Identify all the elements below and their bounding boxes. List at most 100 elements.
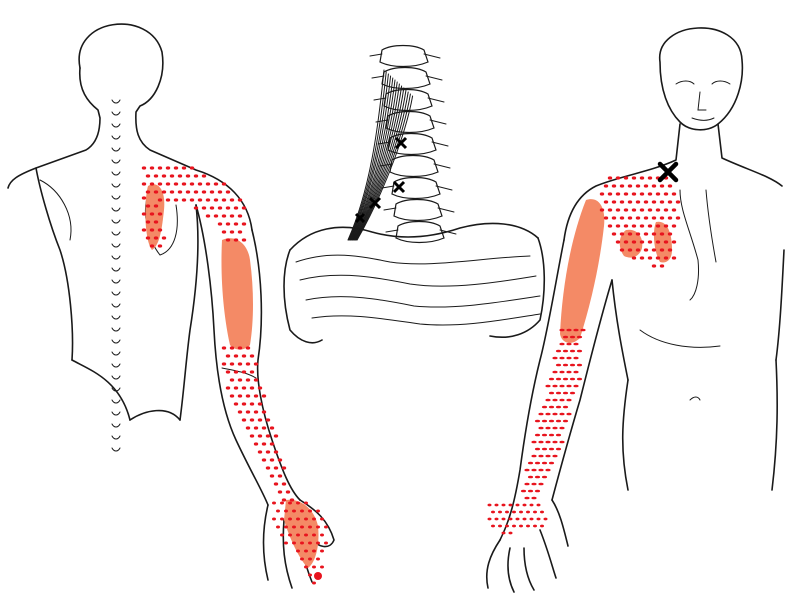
spill-dot <box>233 402 239 406</box>
spill-dot <box>545 440 551 444</box>
spill-dot <box>671 224 677 228</box>
spill-dot <box>559 356 565 360</box>
spill-dot <box>534 433 541 437</box>
spill-dot <box>217 206 223 210</box>
spill-dot <box>529 503 534 507</box>
spine-mark <box>111 279 121 284</box>
spill-dot <box>541 419 548 423</box>
spill-dot <box>141 196 147 200</box>
spill-dot <box>619 200 625 204</box>
spill-dot <box>573 342 579 346</box>
spill-dot <box>312 581 316 585</box>
spill-dot <box>531 468 537 472</box>
spill-dot <box>249 434 255 438</box>
spine-mark <box>111 327 121 332</box>
spill-dot <box>639 192 645 196</box>
spill-dot <box>308 557 312 561</box>
spill-dot <box>312 549 316 553</box>
hand-solid-zone <box>284 499 319 568</box>
spill-dot <box>221 198 227 202</box>
spill-dot <box>141 212 147 216</box>
spill-dot <box>527 461 534 465</box>
spill-dot <box>573 370 579 374</box>
vertebra-process <box>373 97 445 103</box>
spill-dot <box>233 238 239 242</box>
spill-dot <box>285 490 291 494</box>
spill-dot <box>671 256 677 260</box>
spill-dot <box>304 565 308 569</box>
spill-dot <box>273 450 279 454</box>
spill-dot <box>241 402 247 406</box>
spill-dot <box>671 208 677 212</box>
muscle-fiber <box>353 85 403 241</box>
spill-dot <box>241 418 247 422</box>
spine-mark <box>111 111 121 116</box>
spill-dot <box>515 517 520 521</box>
spill-dot <box>487 517 492 521</box>
spill-dot <box>181 166 187 170</box>
spill-dot <box>603 184 609 188</box>
spill-dot <box>667 200 673 204</box>
spill-dot <box>534 447 541 451</box>
spill-dot <box>580 328 586 332</box>
spill-dot <box>659 248 665 252</box>
spill-dot <box>611 200 617 204</box>
spill-dot <box>659 200 665 204</box>
spill-dot <box>312 565 316 569</box>
muscle-fiber <box>350 77 394 241</box>
spill-dot <box>249 386 255 390</box>
spine-mark <box>111 375 121 380</box>
muscle-fiber <box>351 79 396 241</box>
spill-dot <box>508 531 513 535</box>
spill-dot <box>647 256 653 260</box>
spill-dot <box>280 501 284 505</box>
trigger-point-2 <box>392 180 406 194</box>
spill-dot <box>324 541 328 545</box>
spill-dot <box>566 342 572 346</box>
spill-dot <box>157 166 163 170</box>
spill-dot <box>639 208 645 212</box>
posterior-body-figure <box>7 23 335 589</box>
spill-dot <box>245 362 251 366</box>
spill-dot <box>149 182 155 186</box>
spill-dot <box>534 489 541 493</box>
upper-arm-solid-zone <box>221 238 253 350</box>
spill-dot <box>153 236 159 240</box>
spill-dot <box>576 349 583 353</box>
neck-trigger-points <box>354 136 408 224</box>
spill-dot <box>643 184 649 188</box>
spill-dot <box>316 509 320 513</box>
spill-dot <box>639 224 645 228</box>
spill-dot <box>253 410 259 414</box>
spill-dot <box>249 370 255 374</box>
spill-dot <box>651 184 657 188</box>
spill-dot <box>552 398 558 402</box>
spine-mark <box>111 207 121 212</box>
spill-dot <box>576 335 583 339</box>
spill-dot <box>308 541 312 545</box>
posterior-spillover-dots <box>141 166 328 585</box>
spill-dot <box>221 362 227 366</box>
spill-dot <box>241 238 247 242</box>
spill-dot <box>253 362 259 366</box>
spill-dot <box>257 434 263 438</box>
spill-dot <box>292 509 296 513</box>
spill-dot <box>667 232 673 236</box>
spill-dot <box>304 549 308 553</box>
spill-dot <box>253 426 259 430</box>
spill-dot <box>555 419 562 423</box>
spill-dot <box>181 198 187 202</box>
spill-dot <box>209 190 215 194</box>
spill-dot <box>566 398 572 402</box>
spill-dot <box>296 517 300 521</box>
spill-dot <box>599 208 605 212</box>
spill-dot <box>524 496 530 500</box>
spill-dot <box>280 533 284 537</box>
spill-dot <box>233 222 239 226</box>
spill-dot <box>296 549 300 553</box>
spill-dot <box>145 236 151 240</box>
spill-dot <box>221 346 227 350</box>
spine-mark <box>111 435 121 440</box>
spill-dot <box>237 394 243 398</box>
spill-dot <box>308 525 312 529</box>
